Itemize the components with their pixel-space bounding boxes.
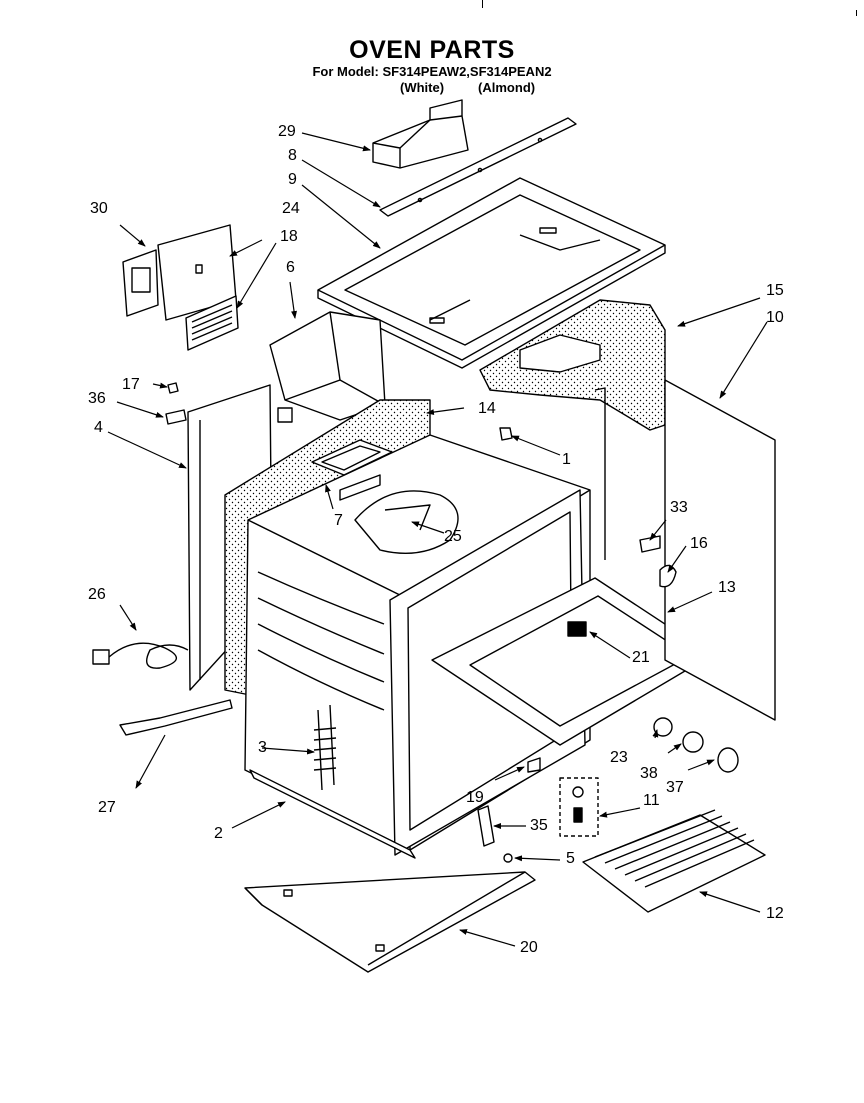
- part-5-screw: [503, 853, 513, 863]
- part-23-grommet: [653, 717, 673, 737]
- part-19-bracket: [527, 757, 541, 773]
- callout-20: 20: [520, 939, 538, 956]
- callout-10: 10: [766, 309, 784, 326]
- variant-white: (White): [400, 80, 445, 95]
- part-35-bracket: [477, 805, 495, 847]
- callout-21: 21: [632, 649, 650, 666]
- callout-6: 6: [286, 259, 295, 276]
- callout-12: 12: [766, 905, 784, 922]
- part-33-connector: [639, 535, 661, 553]
- vent-grille: [185, 295, 239, 351]
- part-38-socket: [682, 731, 704, 753]
- callout-17: 17: [122, 376, 140, 393]
- callout-18: 18: [280, 228, 298, 245]
- bake-element: [354, 490, 459, 555]
- storage-drawer-panel: [244, 871, 536, 973]
- part-17-clip: [167, 382, 179, 394]
- wire-harness-strip: [119, 699, 233, 736]
- variant-almond: (Almond): [478, 80, 536, 95]
- color-variants: (White) (Almond): [400, 80, 600, 95]
- callout-16: 16: [690, 535, 708, 552]
- callout-8: 8: [288, 147, 297, 164]
- callout-19: 19: [466, 789, 484, 806]
- part-37-bulb: [717, 747, 739, 773]
- callout-29: 29: [278, 123, 296, 140]
- callout-13: 13: [718, 579, 736, 596]
- spring-element: [313, 704, 337, 791]
- callout-27: 27: [98, 799, 116, 816]
- control-bracket: [122, 249, 159, 317]
- callout-4: 4: [94, 419, 103, 436]
- callout-5: 5: [566, 850, 575, 867]
- diagram-title: OVEN PARTS: [349, 36, 515, 64]
- vent-deflector: [372, 99, 469, 169]
- callout-36: 36: [88, 390, 106, 407]
- callout-33: 33: [670, 499, 688, 516]
- oven-rack: [582, 809, 766, 913]
- corner-tick-right: [856, 10, 857, 16]
- leveling-leg-assembly: [559, 777, 599, 837]
- callout-7: 7: [334, 512, 343, 529]
- vent-duct: [269, 311, 386, 421]
- part-36-clip: [165, 409, 187, 425]
- top-insulation: [479, 299, 666, 431]
- model-numbers: For Model: SF314PEAW2,SF314PEAN2: [312, 64, 552, 79]
- callout-23: 23: [610, 749, 628, 766]
- bottom-rail: [249, 769, 416, 859]
- callout-26: 26: [88, 586, 106, 603]
- callout-38: 38: [640, 765, 658, 782]
- callout-1: 1: [562, 451, 571, 468]
- callout-9: 9: [288, 171, 297, 188]
- callout-30: 30: [90, 200, 108, 217]
- callout-25: 25: [444, 528, 462, 545]
- callout-11: 11: [643, 792, 660, 809]
- callout-14: 14: [478, 400, 496, 417]
- power-cord: [92, 642, 189, 669]
- top-rail-strip: [379, 117, 577, 217]
- callout-24: 24: [282, 200, 300, 217]
- part-1-nut: [499, 427, 513, 441]
- oven-vent: [311, 439, 393, 501]
- callout-15: 15: [766, 282, 784, 299]
- callout-35: 35: [530, 817, 548, 834]
- callout-2: 2: [214, 825, 223, 842]
- corner-tick-top: [482, 0, 483, 8]
- callout-37: 37: [666, 779, 684, 796]
- leader-lines: [107, 132, 768, 947]
- top-frame: [317, 177, 666, 369]
- callout-3: 3: [258, 739, 267, 756]
